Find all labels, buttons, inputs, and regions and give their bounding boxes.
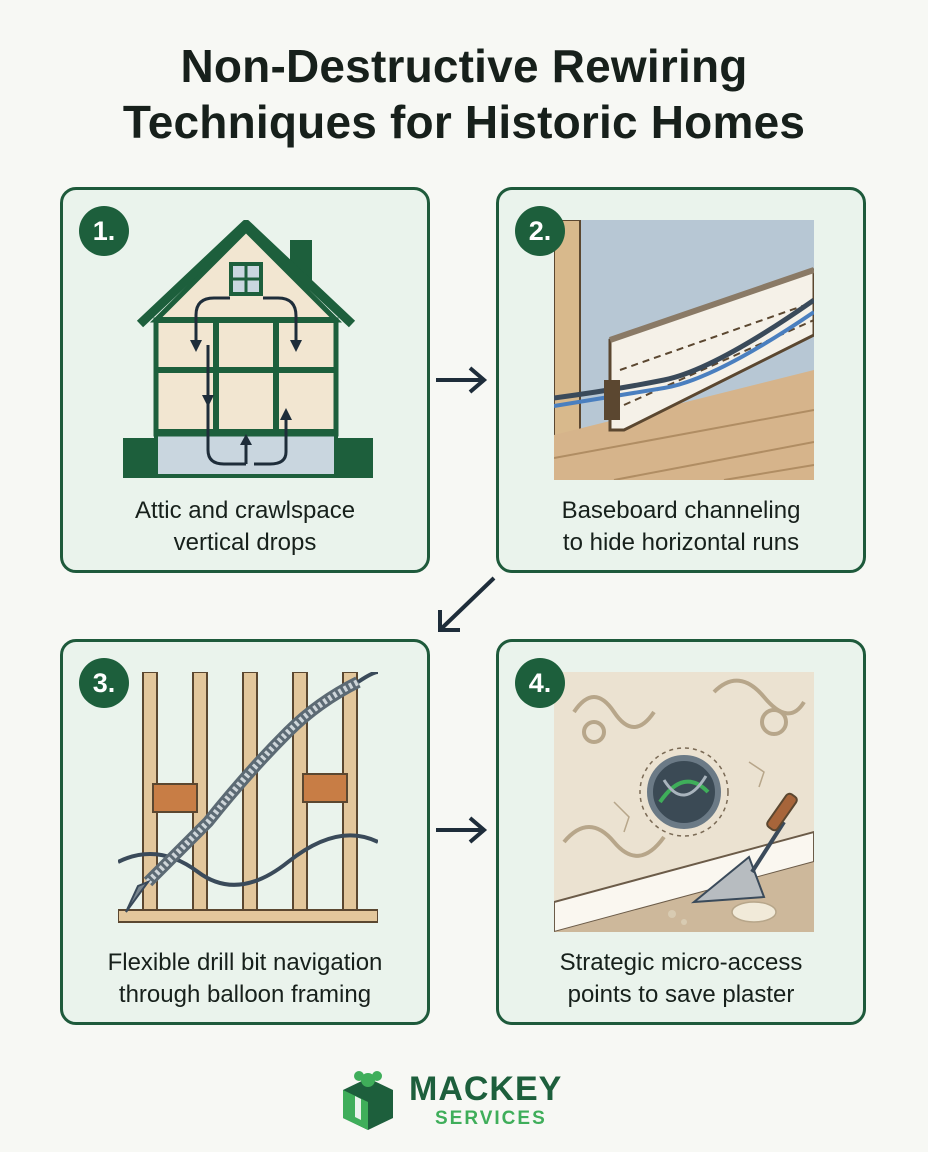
- arrow-right-icon: [436, 366, 488, 394]
- arrowheads: [190, 340, 302, 445]
- brand-logo: MACKEY SERVICES: [335, 1068, 605, 1134]
- caption-line-1: Flexible drill bit navigation: [107, 949, 383, 976]
- fire-block: [302, 773, 348, 803]
- step-card-2: 2. Baseboard channeling to hide horizont…: [496, 187, 866, 573]
- access-hole: [647, 755, 721, 829]
- baseboard-channel-illustration: [554, 220, 814, 480]
- wire-path: [194, 296, 298, 466]
- step-number-badge: 3.: [79, 658, 129, 708]
- step-caption: Flexible drill bit navigation through ba…: [63, 947, 427, 1011]
- fire-block: [152, 783, 198, 813]
- plaster-access-illustration: [554, 672, 814, 932]
- balloon-framing-illustration: [118, 672, 378, 923]
- step-caption: Strategic micro-access points to save pl…: [499, 947, 863, 1011]
- ornament: [562, 678, 806, 858]
- trowel-neck: [750, 820, 786, 874]
- caption-line-2: to hide horizontal runs: [562, 529, 800, 556]
- step-number-badge: 2.: [515, 206, 565, 256]
- drill-bit-tip: [125, 879, 151, 913]
- title-line-2: Techniques for Historic Homes: [122, 96, 806, 148]
- step-card-1: 1.: [60, 187, 430, 573]
- wire-dark: [554, 297, 814, 401]
- step-number-badge: 1.: [79, 206, 129, 256]
- step-card-3: 3. Flexible drill bit navigation through…: [60, 639, 430, 1025]
- caption-line-1: Attic and crawlspace: [134, 497, 356, 524]
- caption-line-2: vertical drops: [173, 529, 317, 556]
- channel-slot: [604, 380, 620, 420]
- cable: [118, 833, 378, 887]
- step-caption: Baseboard channeling to hide horizontal …: [499, 495, 863, 559]
- roof: [136, 220, 356, 328]
- trowel-handle: [766, 792, 798, 832]
- step-number-badge: 4.: [515, 658, 565, 708]
- caption-line-1: Strategic micro-access: [559, 949, 803, 976]
- brand-name: MACKEY: [409, 1070, 563, 1108]
- arrow-down-left-icon: [438, 576, 496, 632]
- wire-blue: [554, 310, 814, 408]
- title-line-1: Non-Destructive Rewiring: [180, 40, 748, 92]
- caption-line-2: through balloon framing: [118, 981, 372, 1008]
- caption-line-2: points to save plaster: [567, 981, 795, 1008]
- step-caption: Attic and crawlspace vertical drops: [63, 495, 427, 559]
- brand-mark-icon: [343, 1071, 393, 1130]
- trowel-blade: [690, 855, 766, 904]
- page-title: Non-Destructive Rewiring Techniques for …: [0, 38, 928, 150]
- plaster-chunk: [731, 901, 777, 923]
- arrow-right-icon: [436, 816, 488, 844]
- caption-line-1: Baseboard channeling: [561, 497, 801, 524]
- house-body: [153, 317, 339, 437]
- bottom-plate: [118, 909, 378, 923]
- floor: [554, 370, 814, 480]
- brand-sub: SERVICES: [435, 1108, 547, 1129]
- house-cross-section-illustration: [123, 220, 373, 478]
- step-card-4: 4. Strategic micro: [496, 639, 866, 1025]
